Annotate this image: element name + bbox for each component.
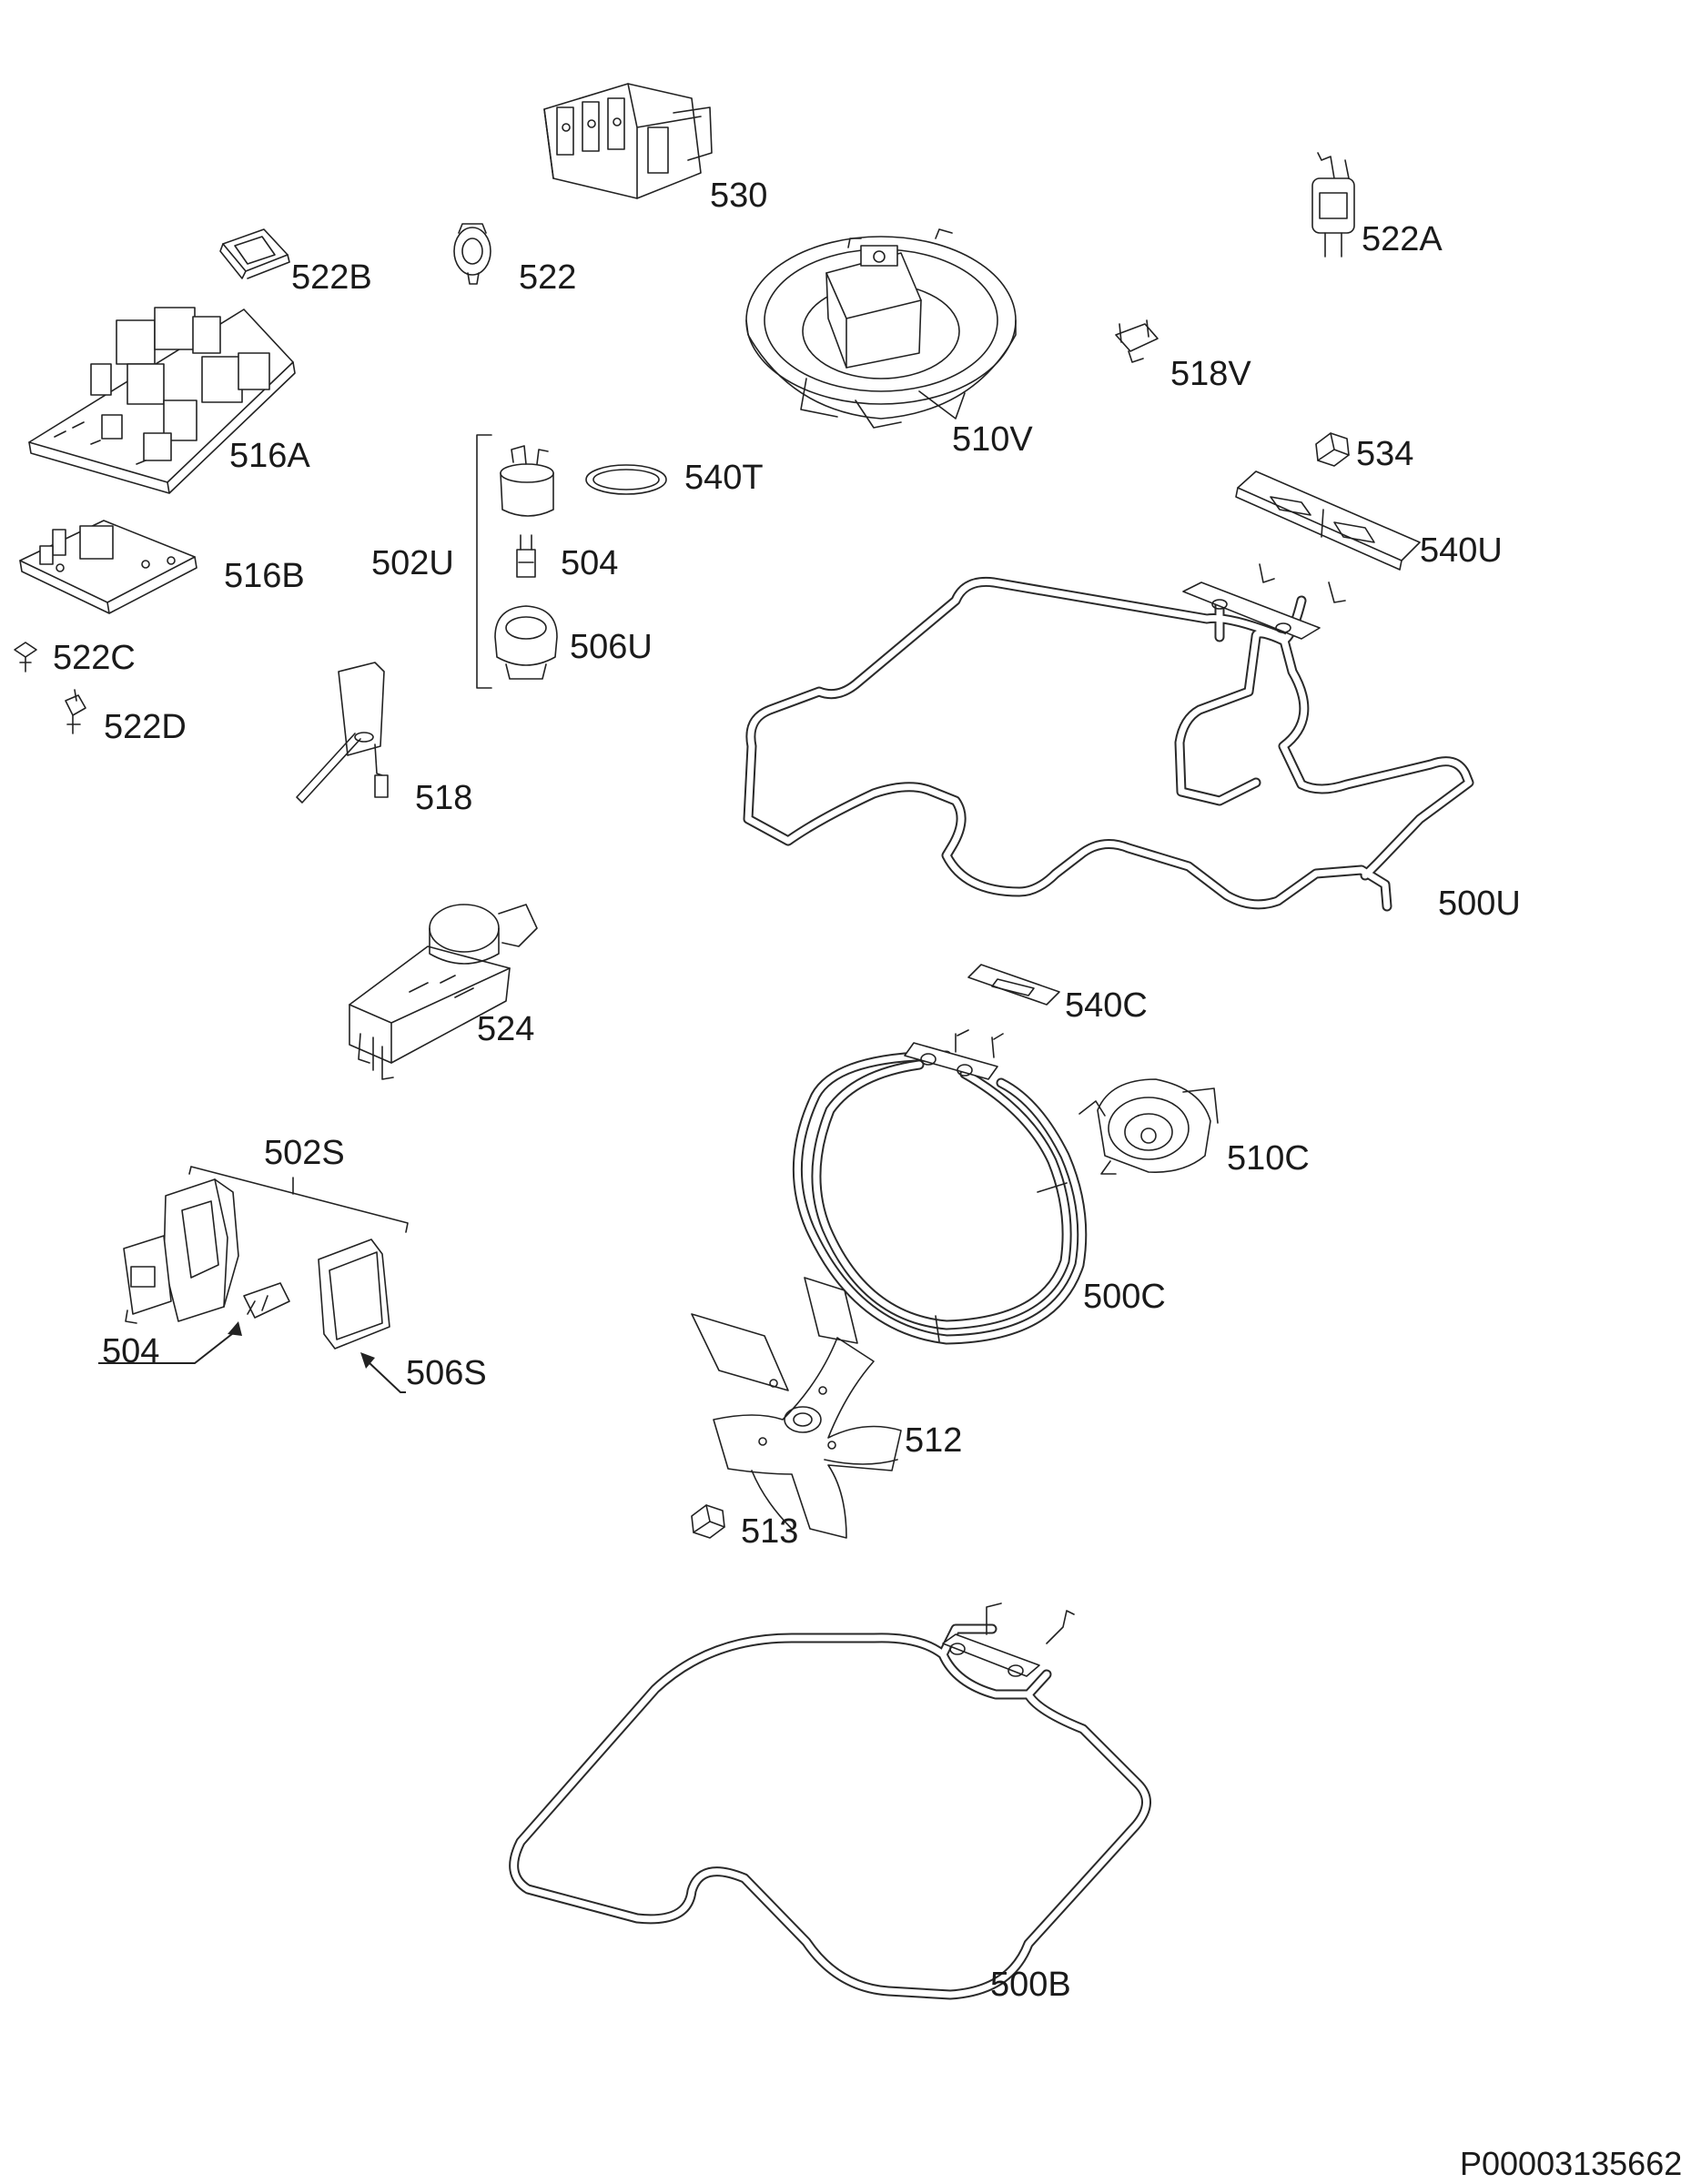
label-522: 522 [519,258,577,297]
label-522a: 522A [1362,220,1443,258]
part-540u-gasket [1235,470,1421,571]
label-506s: 506S [406,1354,487,1392]
part-522d-screw [65,689,86,734]
label-500c: 500C [1083,1278,1166,1316]
label-510c: 510C [1227,1139,1310,1178]
part-518v-bracket [1115,319,1159,363]
label-524: 524 [477,1010,535,1048]
document-code: P00003135662 [1460,2145,1683,2182]
label-516b: 516B [224,557,305,595]
part-512-fan-blade [691,1277,902,1539]
part-522-clip [453,223,491,285]
label-502s: 502S [264,1134,345,1172]
label-540c: 540C [1065,986,1148,1025]
label-504-upper: 504 [561,544,619,582]
label-500b: 500B [990,1966,1071,2004]
label-540u: 540U [1420,531,1503,570]
part-502u-lamp-holder [500,445,554,517]
part-500c-circular-element [792,1029,1088,1345]
part-506s-lamp-cover [318,1239,390,1350]
label-540t: 540T [684,459,764,497]
label-510v: 510V [952,420,1033,459]
part-522b-bracket [219,228,290,279]
part-516b-board [19,520,197,614]
part-522a-sensor [1311,152,1355,258]
leader-arrows [98,1321,406,1393]
part-502u-lamp-assembly [476,434,492,689]
label-522c: 522C [53,639,136,677]
part-504-lamp [243,1282,290,1319]
part-540t-gasket-ring [585,464,667,495]
part-510v-fan-motor [745,228,1017,429]
part-513-nut [691,1504,725,1539]
label-530: 530 [710,177,768,215]
part-524-door-lock [349,904,538,1080]
part-502s-lamp-housing [123,1178,239,1324]
part-502s-lamp-assembly [188,1166,409,1233]
label-516a: 516A [229,437,310,475]
label-534: 534 [1356,435,1414,473]
part-500b-bottom-element [509,1603,1151,2000]
part-540c-gasket [967,964,1060,1006]
part-504-lamp [516,534,536,578]
part-534-nut [1315,432,1350,467]
part-518-temperature-probe [296,662,389,804]
label-518v: 518V [1170,355,1251,393]
part-516a-control-board [28,307,296,494]
label-500u: 500U [1438,885,1521,923]
label-504-lower: 504 [102,1332,160,1370]
label-522d: 522D [104,708,187,746]
part-506u-lamp-cover [494,605,558,680]
label-502u: 502U [371,544,454,582]
part-530-terminal-block [543,83,713,199]
part-510c-fan-motor [1078,1078,1219,1175]
label-513: 513 [741,1512,799,1551]
label-506u: 506U [570,628,653,666]
part-500u-grill-element [743,563,1474,912]
label-522b: 522B [291,258,372,297]
label-518: 518 [415,779,473,817]
part-522c-screw [14,642,37,672]
label-512: 512 [905,1421,963,1460]
